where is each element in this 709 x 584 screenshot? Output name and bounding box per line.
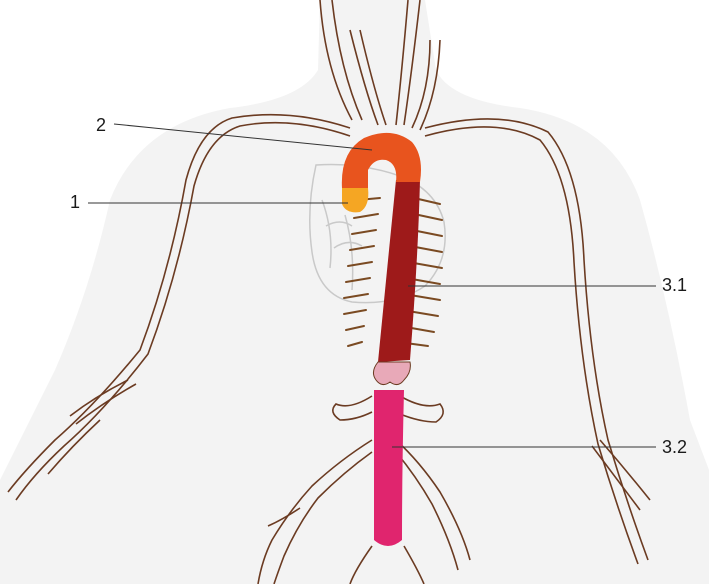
label-1: 1 <box>70 193 80 211</box>
label-3-1: 3.1 <box>662 276 687 294</box>
label-3-2: 3.2 <box>662 438 687 456</box>
abdominal-aorta <box>374 390 404 546</box>
label-2: 2 <box>96 116 106 134</box>
